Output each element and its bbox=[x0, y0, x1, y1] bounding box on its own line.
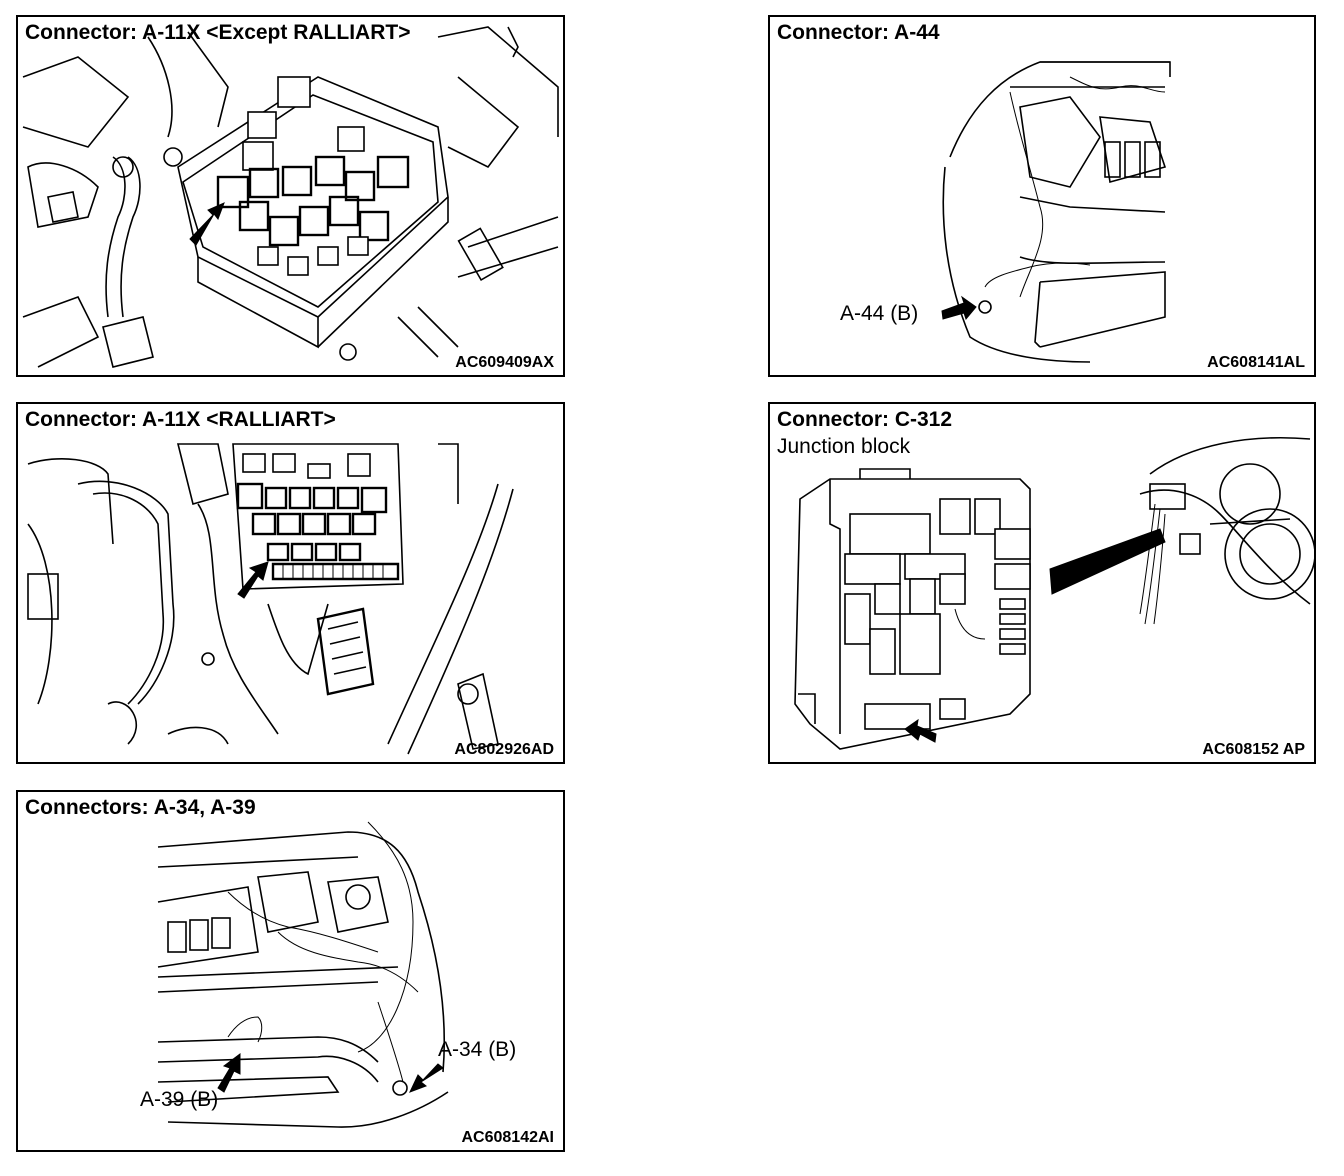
figure-code: AC802926AD bbox=[454, 741, 554, 758]
junction-block-illustration bbox=[794, 436, 1314, 750]
figure-code: AC609409AX bbox=[455, 354, 554, 371]
engine-bay-relay-box-illustration bbox=[22, 26, 559, 368]
arrow-icon bbox=[189, 202, 225, 246]
panel-title: Connectors: A-34, A-39 bbox=[25, 796, 256, 819]
panel-title: Connector: C-312 bbox=[777, 408, 953, 431]
panel-a11x-ralliart: Connector: A-11X <RALLIART> AC802926AD bbox=[16, 402, 565, 764]
arrow-icon bbox=[217, 1053, 241, 1093]
arrow-icon bbox=[904, 718, 937, 743]
front-end-harness-illustration bbox=[157, 821, 449, 1128]
figure-code: AC608152 AP bbox=[1202, 741, 1305, 758]
panel-title: Connector: A-44 bbox=[777, 21, 940, 44]
callout-a44: A-44 (B) bbox=[840, 302, 919, 325]
engine-bay-fuse-box-illustration bbox=[27, 443, 514, 755]
callout-a34: A-34 (B) bbox=[438, 1038, 517, 1061]
callout-a39: A-39 (B) bbox=[140, 1088, 219, 1111]
arrow-icon bbox=[237, 561, 269, 599]
figure-code: AC608141AL bbox=[1207, 354, 1305, 371]
front-bumper-illustration bbox=[941, 61, 1171, 363]
panel-a34-a39: Connectors: A-34, A-39 A-34 (B) A-39 (B)… bbox=[16, 790, 565, 1152]
panel-title: Connector: A-11X <RALLIART> bbox=[25, 408, 336, 431]
panel-c312: Connector: C-312 Junction block AC608152… bbox=[768, 402, 1316, 764]
arrow-icon bbox=[409, 1063, 444, 1093]
figure-code: AC608142AI bbox=[461, 1129, 555, 1146]
panel-subtitle: Junction block bbox=[777, 435, 911, 458]
panel-a11x-except-ralliart: Connector: A-11X <Except RALLIART> AC609… bbox=[16, 15, 565, 377]
panel-title: Connector: A-11X <Except RALLIART> bbox=[25, 21, 411, 44]
arrow-icon bbox=[941, 295, 977, 321]
panel-a44: Connector: A-44 A-44 (B) AC608141AL bbox=[768, 15, 1316, 377]
